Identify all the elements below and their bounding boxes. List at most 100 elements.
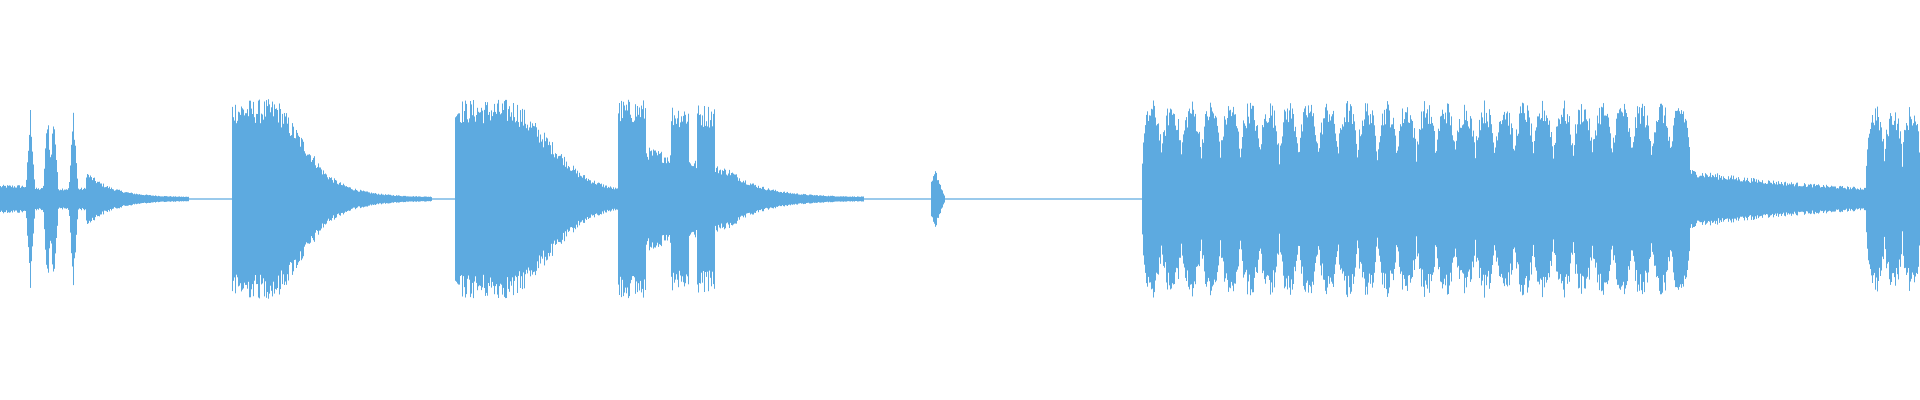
- waveform-bar: [153, 195, 154, 203]
- waveform-bar: [580, 175, 581, 223]
- waveform-bar: [679, 127, 680, 271]
- waveform-bar: [255, 122, 256, 276]
- waveform-bar: [1345, 122, 1346, 276]
- waveform-bar: [271, 107, 272, 291]
- waveform-bar: [614, 189, 615, 209]
- waveform-bar: [1441, 115, 1442, 283]
- waveform-bar: [615, 187, 616, 211]
- waveform-bar: [1719, 175, 1720, 223]
- waveform-bar: [742, 182, 743, 216]
- waveform-bar: [1868, 137, 1869, 261]
- waveform-bar: [404, 195, 405, 202]
- waveform-bar: [1533, 153, 1534, 245]
- waveform-bar: [1789, 183, 1790, 215]
- waveform-bar: [59, 190, 60, 208]
- waveform-bar: [1638, 113, 1639, 285]
- waveform-bar: [934, 174, 935, 224]
- waveform-bar: [1879, 130, 1880, 268]
- waveform-bar: [1840, 185, 1841, 213]
- waveform-bar: [617, 188, 618, 210]
- waveform-bar: [419, 196, 420, 202]
- waveform-bar: [19, 185, 20, 213]
- waveform-bar: [548, 145, 549, 253]
- waveform-bar: [142, 195, 143, 203]
- waveform-bar: [66, 189, 67, 209]
- waveform-bar: [1234, 114, 1235, 284]
- waveform-bar: [332, 180, 333, 218]
- waveform-bar: [1158, 123, 1159, 275]
- waveform-bar: [1889, 118, 1890, 280]
- waveform-bar: [678, 110, 679, 288]
- waveform-bar: [1437, 139, 1438, 259]
- waveform-bar: [1779, 183, 1780, 215]
- waveform-bar: [1630, 137, 1631, 261]
- waveform-bar: [1702, 173, 1703, 225]
- waveform-bar: [1276, 131, 1277, 267]
- waveform-bar: [1501, 124, 1502, 274]
- waveform-bar: [1785, 181, 1786, 217]
- waveform-bar: [595, 184, 596, 214]
- waveform-bar: [639, 107, 640, 291]
- waveform-bar: [713, 113, 714, 285]
- waveform-bar: [1147, 111, 1148, 287]
- waveform-bar: [367, 191, 368, 207]
- waveform-bar: [1412, 121, 1413, 277]
- waveform-bar: [1917, 124, 1918, 274]
- waveform-bar: [424, 196, 425, 202]
- waveform-bar: [82, 189, 83, 209]
- waveform-bar: [1577, 124, 1578, 274]
- waveform-bar: [1367, 103, 1368, 295]
- waveform-bar: [1329, 114, 1330, 284]
- waveform-bar: [528, 130, 529, 268]
- waveform-bar: [623, 101, 624, 297]
- waveform-bar: [1594, 139, 1595, 260]
- waveform-bar: [797, 193, 798, 205]
- waveform-bar: [399, 195, 400, 203]
- waveform-bar: [1561, 114, 1562, 284]
- waveform-bar: [694, 163, 695, 235]
- waveform-bar: [1907, 125, 1908, 273]
- waveform-bar: [1194, 116, 1195, 282]
- waveform-bar: [1349, 110, 1350, 288]
- waveform-bar: [1743, 180, 1744, 218]
- waveform-bar: [307, 154, 308, 244]
- waveform-bar: [850, 196, 851, 202]
- waveform-bar: [371, 192, 372, 206]
- waveform-bar: [458, 113, 459, 285]
- waveform-bar: [1204, 126, 1205, 272]
- waveform-bar: [1568, 122, 1569, 276]
- waveform-bar: [97, 181, 98, 217]
- waveform-bar: [1251, 108, 1252, 290]
- waveform-bar: [1237, 128, 1238, 270]
- waveform-bar: [1559, 119, 1560, 279]
- waveform-bar: [846, 196, 847, 202]
- waveform-bar: [381, 193, 382, 205]
- waveform-bar: [1744, 177, 1745, 221]
- waveform-bar: [1562, 117, 1563, 281]
- waveform-bar: [1553, 158, 1554, 240]
- waveform-bar: [776, 191, 777, 207]
- waveform-bar: [832, 195, 833, 203]
- waveform-bar: [358, 191, 359, 207]
- waveform-bar: [1856, 189, 1857, 209]
- waveform-bar: [573, 165, 574, 233]
- waveform-bar: [162, 196, 163, 202]
- waveform-bar: [166, 196, 167, 202]
- waveform-bar: [38, 188, 39, 210]
- waveform-bar: [562, 158, 563, 240]
- waveform-bar: [779, 192, 780, 206]
- waveform-bar: [65, 189, 66, 209]
- waveform-bar: [636, 116, 637, 282]
- waveform-bar: [1409, 123, 1410, 275]
- waveform-bar: [616, 188, 617, 210]
- waveform-bar: [346, 186, 347, 212]
- waveform-bar: [1352, 124, 1353, 275]
- waveform-bar: [1221, 140, 1222, 258]
- waveform-bar: [1293, 114, 1294, 284]
- waveform-bar: [825, 196, 826, 202]
- waveform-bar: [1532, 141, 1533, 256]
- waveform-bar: [1436, 151, 1437, 247]
- waveform-bar: [275, 109, 276, 289]
